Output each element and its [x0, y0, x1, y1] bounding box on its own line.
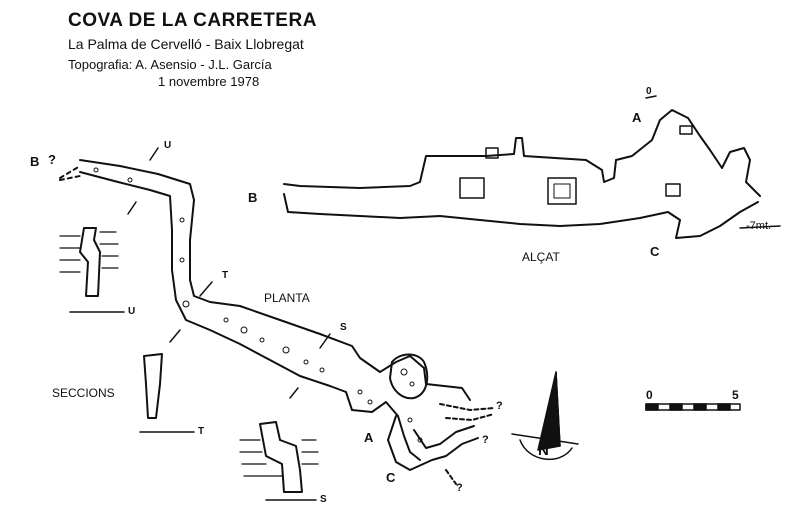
section-label-s: S [320, 494, 327, 505]
section-s [259, 421, 303, 493]
cut-line-u [149, 147, 159, 161]
plan-unknown-1: ? [496, 400, 503, 412]
label-seccions: SECCIONS [52, 386, 115, 400]
elevation-ceiling [283, 109, 761, 197]
section-label-t: T [198, 426, 205, 437]
section-u [79, 227, 101, 297]
label-alcat: ALÇAT [522, 250, 560, 264]
point-c-elevation: C [650, 244, 660, 259]
plan-unknown-3: ? [456, 482, 463, 494]
label-planta: PLANTA [264, 291, 310, 305]
point-t-plan: T [222, 270, 229, 281]
plan-unknown-2: ? [482, 434, 489, 446]
point-b-elevation: B [248, 190, 258, 205]
point-b-plan: B [30, 154, 40, 169]
point-b-unknown: ? [48, 152, 56, 167]
section-t [143, 353, 163, 419]
cut-line-s [319, 333, 331, 349]
point-u-plan: U [164, 140, 172, 151]
plan-chamber [389, 353, 429, 400]
scale-start: 0 [646, 388, 653, 402]
point-s-plan: S [340, 322, 347, 333]
map-survey-authors: Topografia: A. Asensio - J.L. García [68, 57, 272, 72]
scale-end: 5 [732, 388, 739, 402]
point-a-plan: A [364, 430, 374, 445]
plan-b-dashed-extension [59, 165, 81, 179]
label-depth: -7mt. [746, 220, 772, 232]
scale-bar [645, 403, 741, 411]
plan-rubble-symbols [93, 167, 423, 443]
point-zero-elevation: 0 [646, 86, 652, 97]
plan-passage-upper-wall [79, 159, 471, 401]
point-c-plan: C [386, 470, 396, 485]
point-a-elevation: A [632, 110, 642, 125]
plan-passage-lower-wall [79, 171, 421, 461]
map-title: COVA DE LA CARRETERA [68, 10, 317, 31]
section-label-u: U [128, 306, 136, 317]
cut-line-t [199, 281, 213, 297]
north-label: N [538, 442, 549, 459]
map-date: 1 novembre 1978 [158, 74, 260, 89]
north-arrow [511, 371, 579, 461]
map-location: La Palma de Cervelló - Baix Llobregat [68, 36, 304, 52]
elevation-floor [283, 193, 759, 239]
plan-c-branch [387, 415, 479, 471]
